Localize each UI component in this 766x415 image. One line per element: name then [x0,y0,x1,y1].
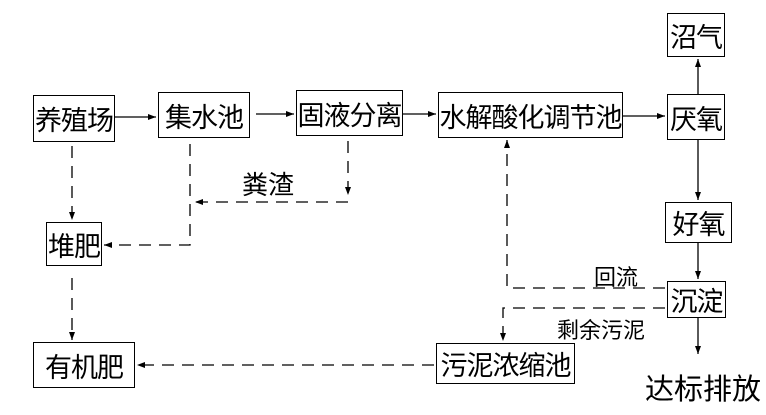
connector-excess-sludge-to-thickener [500,307,665,341]
arrowhead-icon [69,332,75,340]
label-reflux: 回流 [594,266,639,291]
connector-separation-residue-down [345,141,351,195]
label-manure-residue: 粪渣 [242,171,295,201]
node-sludge-thickener: 污泥浓缩池 [436,343,575,384]
connector-sludge-to-fertilizer [137,362,434,368]
connector-sedimentation-to-discharge [695,318,701,354]
node-sedimentation: 沉淀 [667,281,726,318]
label-excess-sludge: 剩余污泥 [557,319,646,344]
node-anaerobic: 厌氧 [667,94,725,140]
node-farm: 养殖场 [33,95,115,142]
arrowhead-icon [695,59,701,67]
node-biogas: 沼气 [667,13,725,57]
node-aerobic: 好氧 [665,202,732,243]
node-solid-liquid-separation: 固液分离 [296,90,403,136]
arrowhead-icon [657,113,665,119]
arrowhead-icon [104,242,112,248]
node-hydrolysis-tank: 水解酸化调节池 [438,92,623,138]
connector-reflux-to-hydrolysis [504,140,665,289]
arrowhead-icon [695,192,701,200]
connector-hydrolysis-to-anaerobic [623,113,665,119]
arrowhead-icon [504,140,510,148]
node-organic-fertilizer: 有机肥 [33,342,135,388]
arrowhead-icon [345,187,351,195]
arrowhead-icon [428,111,436,117]
arrowhead-icon [286,111,294,117]
arrowhead-icon [137,362,145,368]
connector-anaerobic-to-biogas [695,59,701,94]
label-discharge: 达标排放 [645,372,762,406]
connector-farm-to-collection [115,114,156,120]
connector-composting-to-fertilizer [69,278,75,340]
node-composting: 堆肥 [46,222,102,266]
arrowhead-icon [695,346,701,354]
connector-collection-to-separation [256,111,294,117]
connector-collection-to-composting [104,144,191,248]
connector-aerobic-to-sedimentation [695,243,701,279]
connector-residue-to-collection-line [195,199,348,205]
connector-anaerobic-to-aerobic [695,140,701,200]
connector-line [104,144,191,246]
arrowhead-icon [148,114,156,120]
arrowhead-icon [695,271,701,279]
connector-line [506,140,665,289]
arrowhead-icon [195,199,203,205]
arrowhead-icon [500,333,506,341]
node-collection-tank: 集水池 [158,92,250,138]
connector-separation-to-hydrolysis [403,111,436,117]
connector-line [502,307,665,341]
connector-farm-to-composting [69,146,75,220]
arrowhead-icon [69,212,75,220]
